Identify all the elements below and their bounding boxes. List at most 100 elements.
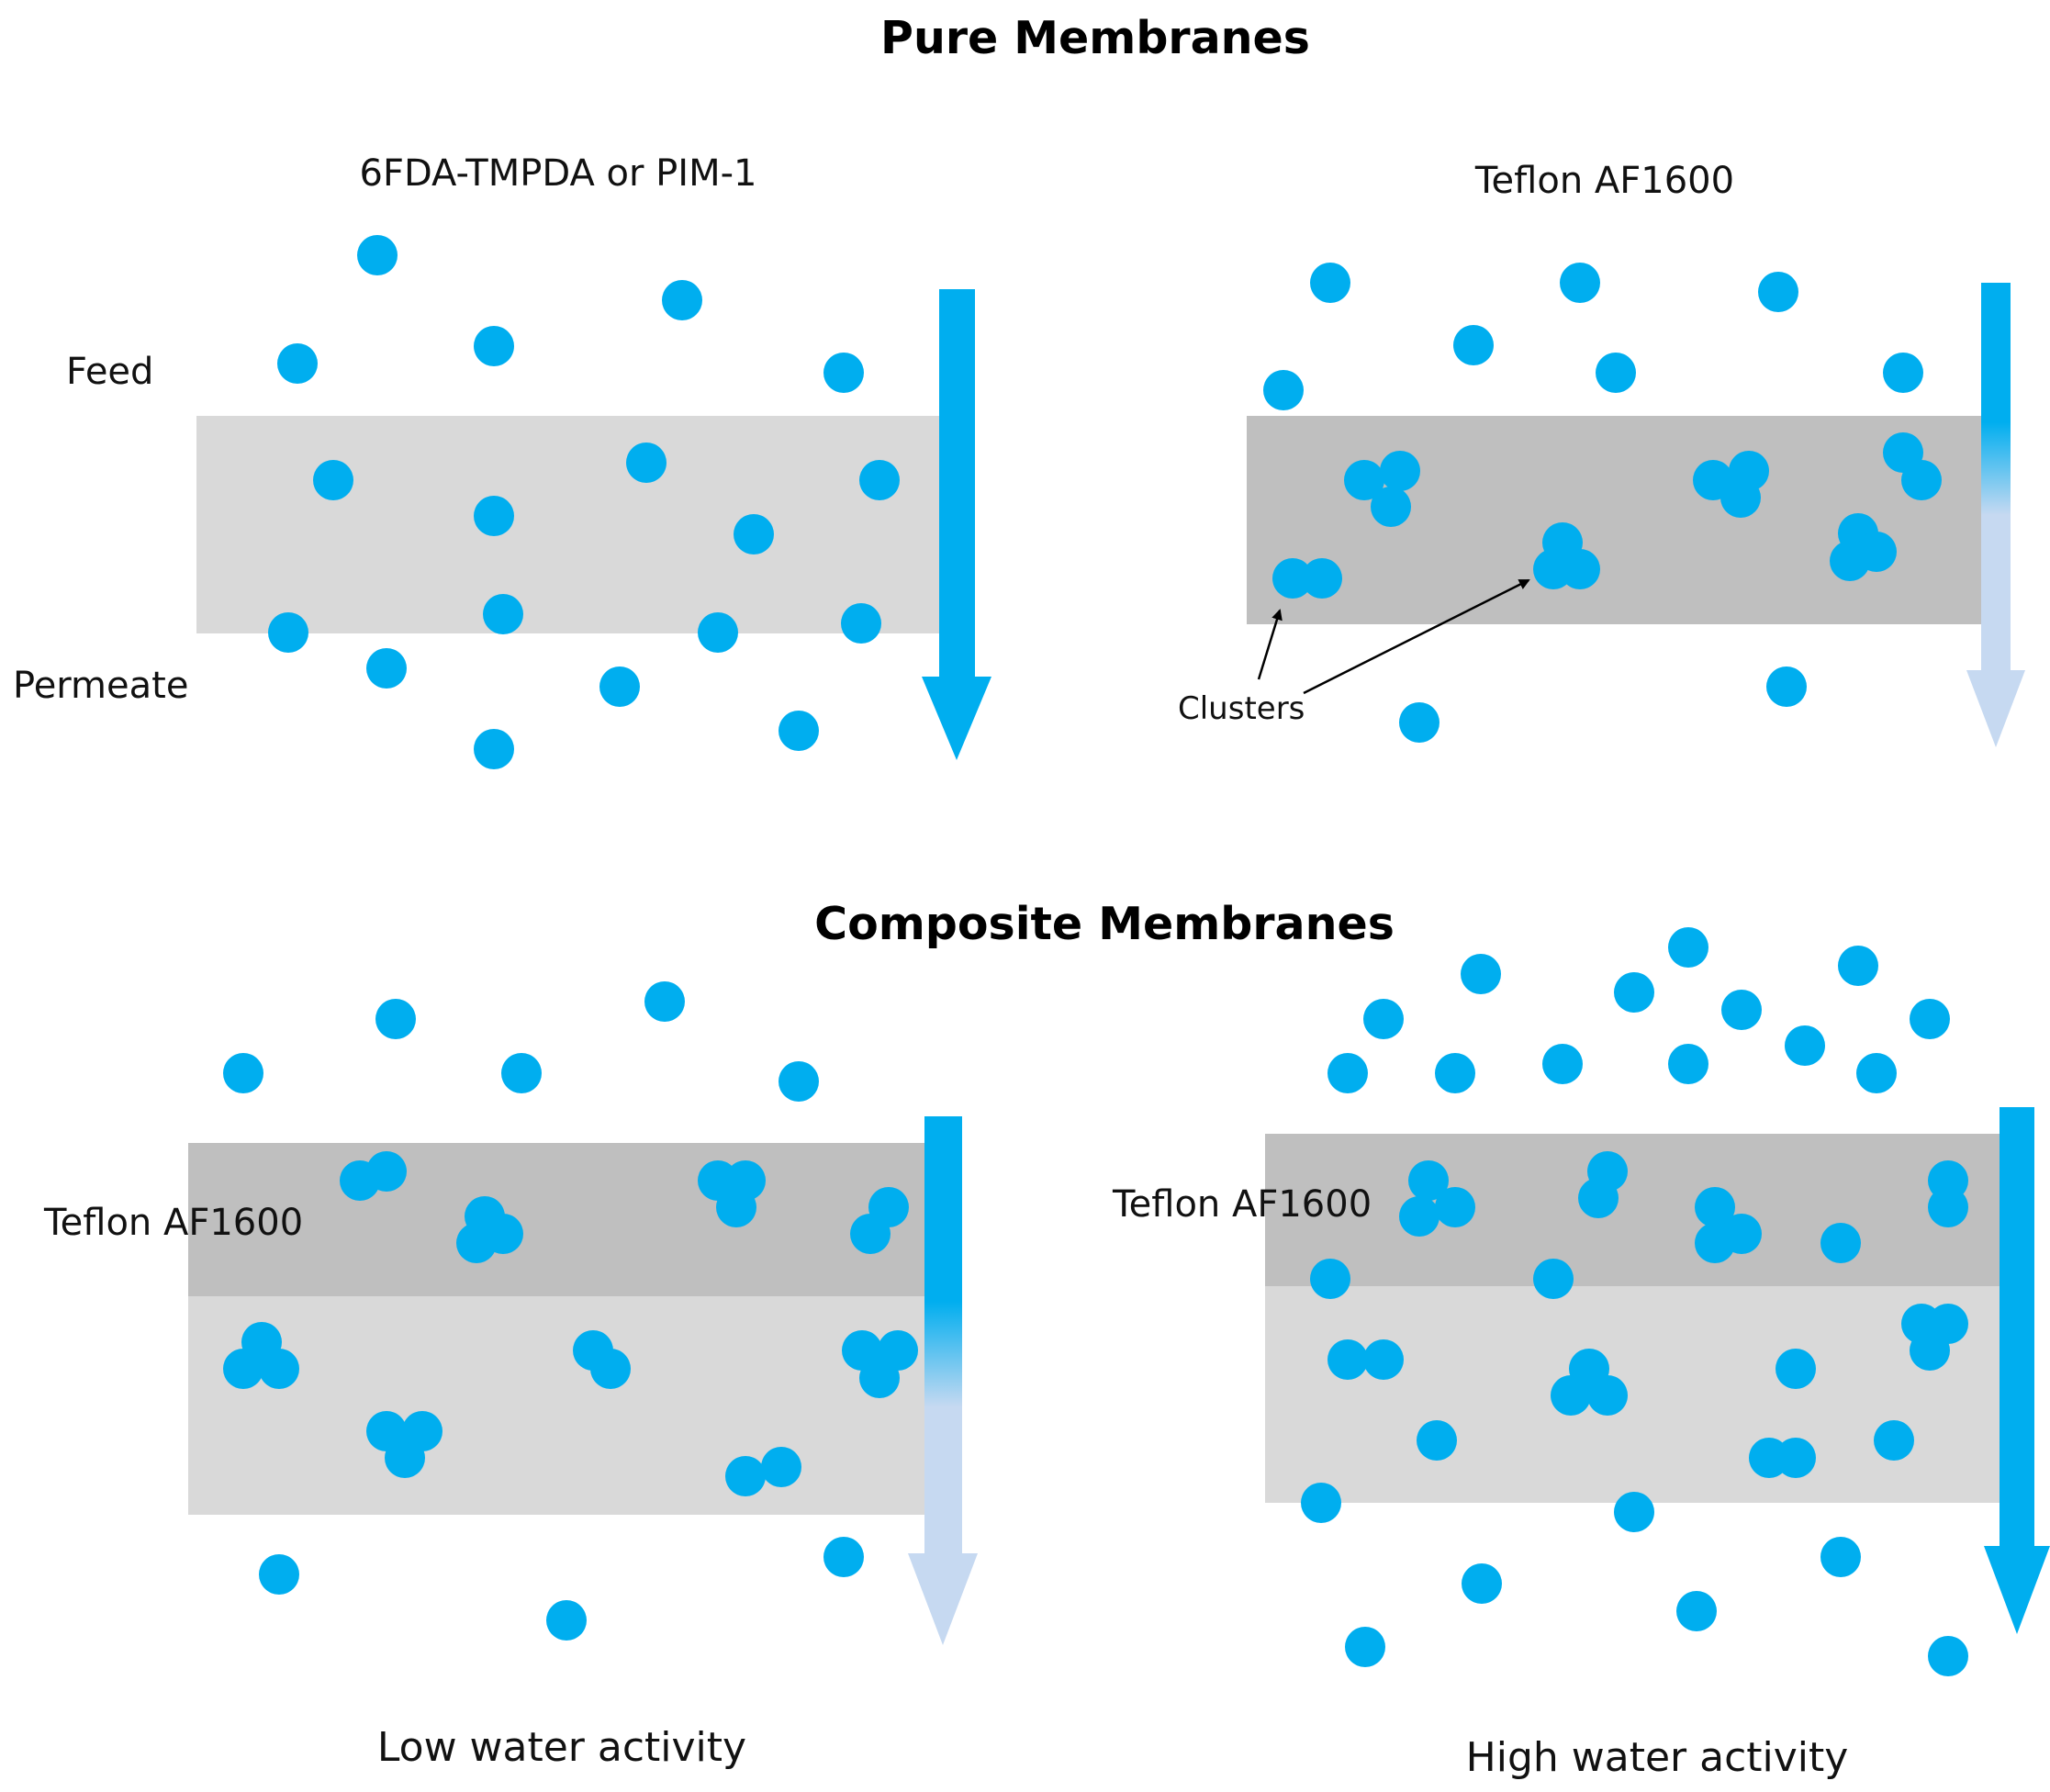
flux-arrow-icon: [908, 1116, 978, 1645]
water-molecule-icon: [823, 1537, 864, 1577]
glassy-membrane-layer: [196, 416, 940, 633]
water-molecule-icon: [644, 981, 685, 1022]
molecules-composite-high: [1301, 927, 1968, 1676]
water-molecule-icon: [779, 1061, 819, 1102]
flux-arrow-icon: [1984, 1107, 2050, 1634]
water-molecule-icon: [1874, 1420, 1914, 1461]
water-molecule-icon: [1310, 1259, 1350, 1299]
composite-right-layer-label: Teflon AF1600: [1112, 1183, 1372, 1226]
water-molecule-icon: [1676, 1591, 1717, 1631]
clusters-pointer-line: [1257, 609, 1283, 680]
water-molecule-icon: [1668, 927, 1708, 968]
water-molecule-icon: [1766, 666, 1807, 707]
composite-substrate-layer: [188, 1296, 930, 1515]
water-cluster-icon: [1901, 1304, 1968, 1371]
water-cluster-icon: [1399, 1160, 1475, 1237]
water-cluster-icon: [1578, 1151, 1628, 1218]
water-molecule-icon: [626, 442, 667, 483]
high-water-activity-label: High water activity: [1466, 1734, 1849, 1781]
clusters-label: Clusters: [1178, 690, 1305, 727]
water-molecule-icon: [1417, 1420, 1457, 1461]
water-cluster-icon: [1693, 451, 1769, 518]
water-cluster-icon: [1695, 1187, 1762, 1263]
water-molecule-icon: [841, 603, 881, 644]
water-cluster-icon: [1272, 558, 1342, 599]
water-molecule-icon: [1614, 972, 1654, 1013]
water-molecule-icon: [1399, 702, 1439, 743]
water-molecule-icon: [277, 343, 318, 384]
water-molecule-icon: [268, 612, 308, 653]
panel-composite-high: Teflon AF1600: [1112, 927, 2050, 1781]
molecules-composite-low: [223, 981, 918, 1641]
water-molecule-icon: [1928, 1636, 1968, 1676]
pure-membranes-title: Pure Membranes: [880, 12, 1310, 64]
panel-pure-glassy: 6FDA-TMPDA or PIM-1 Feed Permeate: [13, 152, 991, 769]
panel-pure-teflon: Teflon AF1600: [1178, 160, 2025, 747]
water-molecule-icon: [1533, 1259, 1574, 1299]
water-molecule-icon: [1461, 954, 1501, 994]
composite-teflon-layer: [188, 1143, 930, 1296]
water-cluster-icon: [1928, 1160, 1968, 1227]
water-molecule-icon: [1721, 990, 1762, 1030]
water-molecule-icon: [1910, 999, 1950, 1039]
water-molecule-icon: [474, 496, 514, 536]
composite-left-layer-label: Teflon AF1600: [43, 1202, 303, 1244]
water-molecule-icon: [357, 235, 398, 275]
water-molecule-icon: [859, 460, 900, 500]
water-molecule-icon: [375, 999, 416, 1039]
water-molecule-icon: [698, 612, 738, 653]
water-cluster-icon: [1327, 1339, 1404, 1380]
composite-membranes-title: Composite Membranes: [814, 898, 1395, 950]
water-molecule-icon: [1345, 1627, 1385, 1667]
water-molecule-icon: [779, 711, 819, 751]
water-molecule-icon: [1883, 353, 1923, 393]
water-molecule-icon: [1453, 325, 1494, 365]
water-molecule-icon: [501, 1053, 542, 1093]
feed-label: Feed: [66, 351, 153, 393]
pure-left-material-label: 6FDA-TMPDA or PIM-1: [360, 152, 757, 195]
water-molecule-icon: [734, 514, 774, 554]
water-molecule-icon: [1614, 1492, 1654, 1532]
water-cluster-icon: [456, 1196, 523, 1263]
water-molecule-icon: [662, 280, 702, 320]
water-molecule-icon: [223, 1053, 263, 1093]
water-molecule-icon: [1462, 1563, 1502, 1604]
water-molecule-icon: [1310, 263, 1350, 303]
water-molecule-icon: [1668, 1044, 1708, 1084]
water-cluster-icon: [850, 1187, 909, 1254]
clusters-pointer-line: [1303, 578, 1530, 695]
water-molecule-icon: [1838, 946, 1878, 986]
water-molecule-icon: [366, 648, 407, 689]
water-cluster-icon: [725, 1447, 801, 1496]
water-cluster-icon: [1344, 451, 1420, 527]
water-molecule-icon: [1820, 1537, 1861, 1577]
molecules-pure-glassy: [268, 235, 900, 769]
low-water-activity-label: Low water activity: [377, 1724, 746, 1771]
water-cluster-icon: [223, 1322, 299, 1389]
water-molecule-icon: [546, 1600, 587, 1641]
water-molecule-icon: [1856, 1053, 1897, 1093]
water-molecule-icon: [1776, 1349, 1816, 1389]
water-molecule-icon: [823, 353, 864, 393]
water-molecule-icon: [1596, 353, 1636, 393]
water-cluster-icon: [1749, 1438, 1816, 1478]
water-molecule-icon: [1560, 263, 1600, 303]
water-molecule-icon: [1327, 1053, 1368, 1093]
permeate-label: Permeate: [13, 665, 188, 707]
panel-composite-low: Teflon AF1600: [43, 981, 978, 1771]
water-molecule-icon: [483, 594, 523, 634]
composite-substrate-layer: [1265, 1286, 2000, 1503]
pure-right-material-label: Teflon AF1600: [1474, 160, 1734, 202]
water-molecule-icon: [1435, 1053, 1475, 1093]
water-molecule-icon: [1820, 1223, 1861, 1263]
water-molecule-icon: [259, 1554, 299, 1595]
water-molecule-icon: [1758, 272, 1798, 312]
water-cluster-icon: [366, 1411, 442, 1478]
water-cluster-icon: [698, 1160, 766, 1227]
composite-teflon-layer: [1265, 1134, 2000, 1286]
water-molecule-icon: [313, 460, 353, 500]
flux-arrow-icon: [1966, 283, 2025, 747]
water-molecule-icon: [1301, 1483, 1341, 1523]
water-cluster-icon: [1533, 522, 1600, 589]
